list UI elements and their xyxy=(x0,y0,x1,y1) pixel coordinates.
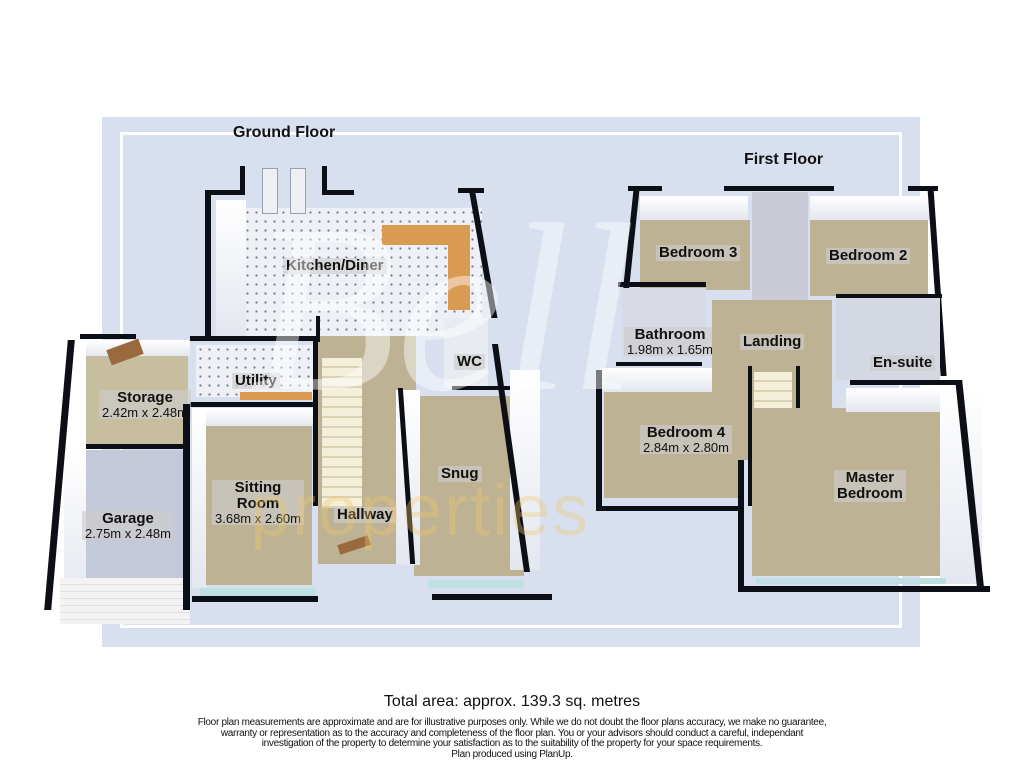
wall xyxy=(192,596,318,602)
first-floor-title: First Floor xyxy=(744,151,824,168)
patio-door-left xyxy=(262,168,278,214)
wardrobes xyxy=(752,192,808,302)
utility-counter xyxy=(240,392,312,400)
room-label-bathroom: Bathroom 1.98m x 1.65m xyxy=(624,327,716,357)
wall xyxy=(908,186,938,191)
room-label-bedroom-4: Bedroom 4 2.84m x 2.80m xyxy=(640,425,732,455)
wall xyxy=(596,370,602,510)
wall xyxy=(748,366,752,506)
disclaimer-line: investigation of the property to determi… xyxy=(261,738,763,749)
sitting-room-wall-north xyxy=(192,408,314,426)
wall xyxy=(628,186,662,191)
garage-door xyxy=(60,578,190,624)
wall xyxy=(183,404,190,610)
kitchen-wall-west xyxy=(216,200,246,336)
bedroom-3-wall-north xyxy=(640,196,748,220)
wall xyxy=(240,166,245,195)
wall xyxy=(432,594,552,600)
master-bedroom-wall-north xyxy=(846,388,958,412)
master-bedroom-window xyxy=(756,578,946,584)
staircase[interactable] xyxy=(322,358,362,508)
garage-wall-west xyxy=(64,450,86,600)
room-label-sitting-room: Sitting Room 3.68m x 2.60m xyxy=(212,480,304,526)
room-label-garage: Garage 2.75m x 2.48m xyxy=(82,511,174,541)
wc-floor xyxy=(444,318,488,388)
disclaimer-line: Floor plan measurements are approximate … xyxy=(197,717,827,728)
room-label-en-suite: En-suite xyxy=(870,355,936,371)
room-label-bedroom-2: Bedroom 2 xyxy=(826,248,911,264)
total-area: Total area: approx. 139.3 sq. metres xyxy=(383,693,641,710)
wall xyxy=(322,166,327,195)
disclaimer-line: warranty or representation as to the acc… xyxy=(220,727,804,739)
snug-window xyxy=(428,580,524,588)
wall xyxy=(322,190,354,195)
wall xyxy=(618,282,706,287)
wall xyxy=(738,586,990,592)
wall xyxy=(313,336,318,506)
kitchen-counter-top xyxy=(382,225,452,245)
wall xyxy=(205,190,245,195)
wall xyxy=(836,294,942,298)
wall xyxy=(850,380,962,385)
wall xyxy=(190,402,318,407)
room-label-master-bedroom: Master Bedroom xyxy=(834,470,906,502)
utility-floor xyxy=(196,345,316,397)
wall xyxy=(190,336,318,341)
room-label-wc: WC xyxy=(454,354,485,370)
room-label-kitchen-diner: Kitchen/Diner xyxy=(283,258,387,274)
bedroom-4-wall-north xyxy=(600,368,712,392)
wall xyxy=(616,362,702,366)
room-label-landing: Landing xyxy=(740,334,805,350)
kitchen-counter-side xyxy=(448,225,470,310)
wall xyxy=(80,334,136,339)
wall xyxy=(452,386,510,390)
plan-credit: Plan produced using PlanUp. xyxy=(451,748,573,760)
room-label-bedroom-3: Bedroom 3 xyxy=(656,245,741,261)
wall xyxy=(316,316,320,342)
room-label-hallway: Hallway xyxy=(334,507,396,523)
room-label-snug: Snug xyxy=(438,466,482,482)
wall xyxy=(596,506,740,511)
patio-door-right xyxy=(290,168,306,214)
ground-floor-title: Ground Floor xyxy=(233,124,336,141)
room-label-utility: Utility xyxy=(232,373,280,389)
wall xyxy=(724,186,834,191)
sitting-room-wall-west xyxy=(192,408,206,588)
sitting-room-window xyxy=(200,588,316,596)
wall xyxy=(86,444,188,449)
bedroom-2-wall-north xyxy=(810,196,930,220)
room-label-storage: Storage 2.42m x 2.48m xyxy=(99,390,191,420)
disclaimer: Floor plan measurements are approximate … xyxy=(0,717,1024,760)
wall xyxy=(205,190,211,336)
wall xyxy=(738,460,744,590)
